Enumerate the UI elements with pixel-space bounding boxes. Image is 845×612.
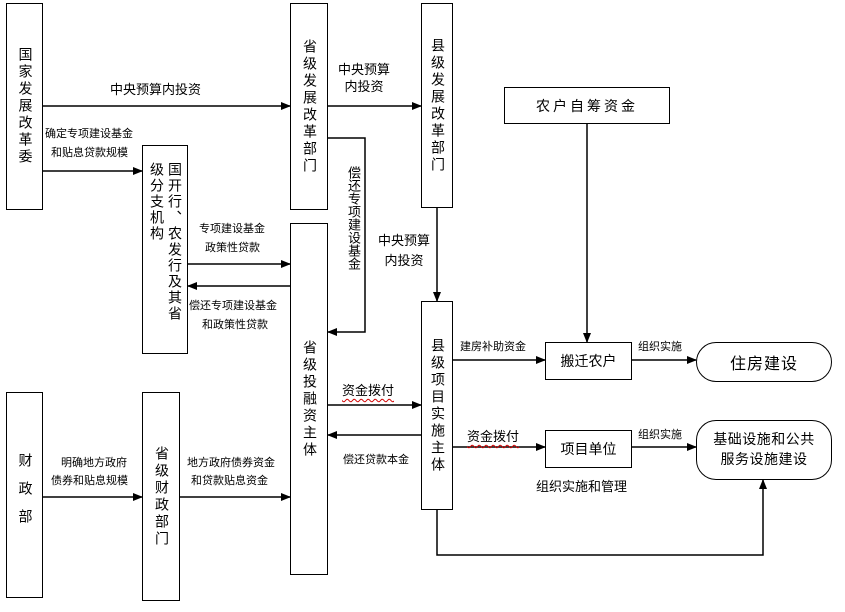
label-repay-bank-1: 偿还专项建设基金 (189, 299, 277, 312)
arrow-repay-fund (327, 137, 366, 336)
node-infrastructure: 基础设施和公共服务设施建设 (696, 420, 832, 480)
node-farmer-funds: 农户自筹资金 (504, 87, 670, 124)
label-bank-loan-1: 专项建设基金 (199, 222, 265, 235)
label-organize-2: 组织实施 (638, 428, 682, 441)
label-repay-loan: 偿还贷款本金 (343, 453, 409, 466)
label-allocate-2: 资金拨付 (467, 429, 519, 446)
label-central-budget-2a: 中央预算内投资 (338, 62, 390, 96)
arrow-impl-to-infra-manage (436, 479, 767, 556)
label-central-budget-2-line1: 中央预算 (338, 63, 391, 78)
label-bond-funds-2: 和贷款贴息资金 (191, 474, 268, 487)
node-infrastructure-label: 基础设施和公共服务设施建设 (713, 432, 815, 468)
node-mof: 财政部 (6, 392, 43, 598)
node-prov-invest-label: 省级投融资主体 (301, 339, 317, 459)
node-farmer-funds-label: 农户自筹资金 (536, 98, 638, 115)
node-project-unit-label: 项目单位 (560, 442, 617, 458)
node-relocated-farmers-label: 搬迁农户 (560, 354, 617, 370)
node-mof-label: 财政部 (16, 453, 33, 537)
node-county-impl-label: 县级项目实施主体 (429, 337, 445, 474)
label-bond-scale-2: 债券和贴息规模 (51, 474, 128, 487)
node-county-dev-label: 县级发展改革部门 (429, 37, 445, 174)
label-repay-fund: 偿还专项建设基金 (345, 166, 360, 270)
node-policy-banks: 国开行、农发行及其省级分支机构 (142, 145, 188, 354)
label-bond-scale-1: 明确地方政府 (61, 456, 127, 469)
node-relocated-farmers: 搬迁农户 (545, 342, 632, 380)
label-allocate-1-text: 资金拨付 (342, 384, 395, 399)
node-housing: 住房建设 (696, 342, 832, 382)
label-allocate-1: 资金拨付 (342, 383, 394, 400)
node-prov-invest: 省级投融资主体 (290, 223, 328, 575)
label-special-fund-1: 确定专项建设基金 (45, 127, 133, 140)
label-repay-bank-2: 和政策性贷款 (202, 318, 268, 331)
label-organize-manage: 组织实施和管理 (536, 480, 628, 495)
label-central-budget-1: 中央预算内投资 (110, 83, 202, 98)
label-organize-1: 组织实施 (638, 340, 682, 353)
node-ndrc: 国家发展改革委 (6, 3, 43, 210)
label-housing-subsidy: 建房补助资金 (460, 340, 526, 353)
label-bond-funds-1: 地方政府债券资金 (187, 456, 275, 469)
label-central-budget-2-line2: 内投资 (344, 80, 384, 95)
node-ndrc-label: 国家发展改革委 (16, 47, 33, 166)
label-allocate-2-text: 资金拨付 (467, 430, 520, 445)
node-county-dev: 县级发展改革部门 (421, 3, 453, 208)
node-county-impl: 县级项目实施主体 (421, 301, 453, 510)
label-special-fund-2: 和贴息贷款规模 (51, 146, 128, 159)
node-policy-banks-label: 国开行、农发行及其省级分支机构 (148, 162, 182, 322)
label-bank-loan-2: 政策性贷款 (205, 241, 260, 254)
node-project-unit: 项目单位 (545, 430, 632, 468)
node-prov-dev-label: 省级发展改革部门 (301, 38, 317, 175)
node-prov-dev: 省级发展改革部门 (290, 3, 328, 210)
label-central-budget-3: 中央预算内投资 (377, 234, 430, 269)
node-prov-finance-label: 省级财政部门 (153, 445, 169, 548)
node-prov-finance: 省级财政部门 (142, 392, 180, 601)
node-housing-label: 住房建设 (729, 354, 798, 373)
